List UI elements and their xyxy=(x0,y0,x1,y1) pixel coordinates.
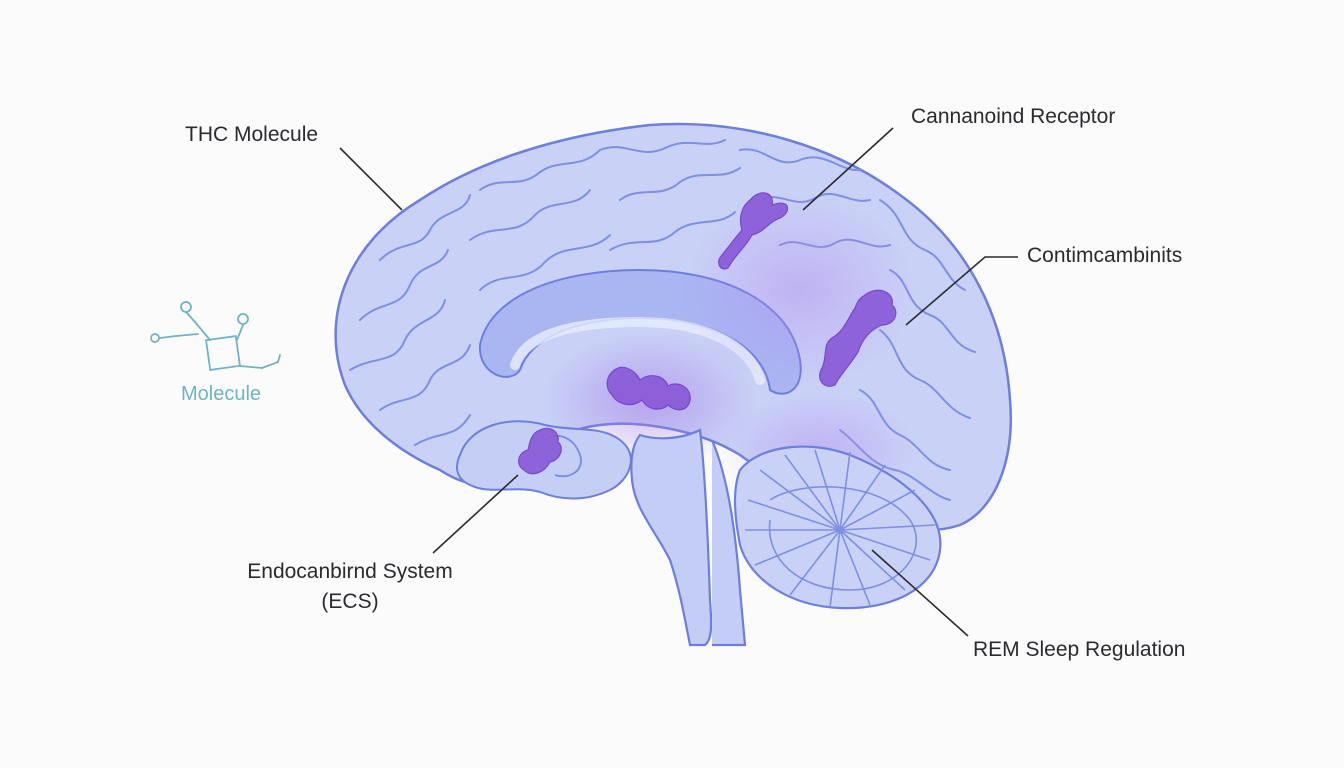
leader-receptor xyxy=(802,127,894,211)
leader-ecs xyxy=(432,474,519,554)
label-cannabinoid-receptor: Cannanoind Receptor xyxy=(911,105,1116,128)
molecule-icon xyxy=(150,301,281,371)
label-thc-molecule: THC Molecule xyxy=(185,123,319,146)
label-ecs-line1: Endocanbirnd System xyxy=(247,560,453,583)
receptor-clusters xyxy=(518,192,897,475)
receptor-cluster-upper xyxy=(718,192,789,270)
label-contimcambinits: Contimcambinits xyxy=(1027,244,1183,267)
label-ecs-line2: (ECS) xyxy=(321,590,379,613)
cerebellum xyxy=(733,445,942,610)
leader-rem xyxy=(871,549,969,637)
receptor-cluster-right xyxy=(819,289,897,387)
label-rem-sleep: REM Sleep Regulation xyxy=(973,638,1186,661)
label-ecs: Endocanbirnd System (ECS) xyxy=(220,559,480,615)
leader-contimcamb xyxy=(905,256,1018,326)
brainstem xyxy=(630,428,747,647)
leader-thc xyxy=(339,147,403,211)
receptor-cluster-lower xyxy=(518,427,562,475)
label-molecule: Molecule xyxy=(181,383,262,405)
receptor-glow xyxy=(680,190,920,390)
leader-lines xyxy=(339,127,1018,637)
receptor-cluster-center xyxy=(606,366,691,411)
